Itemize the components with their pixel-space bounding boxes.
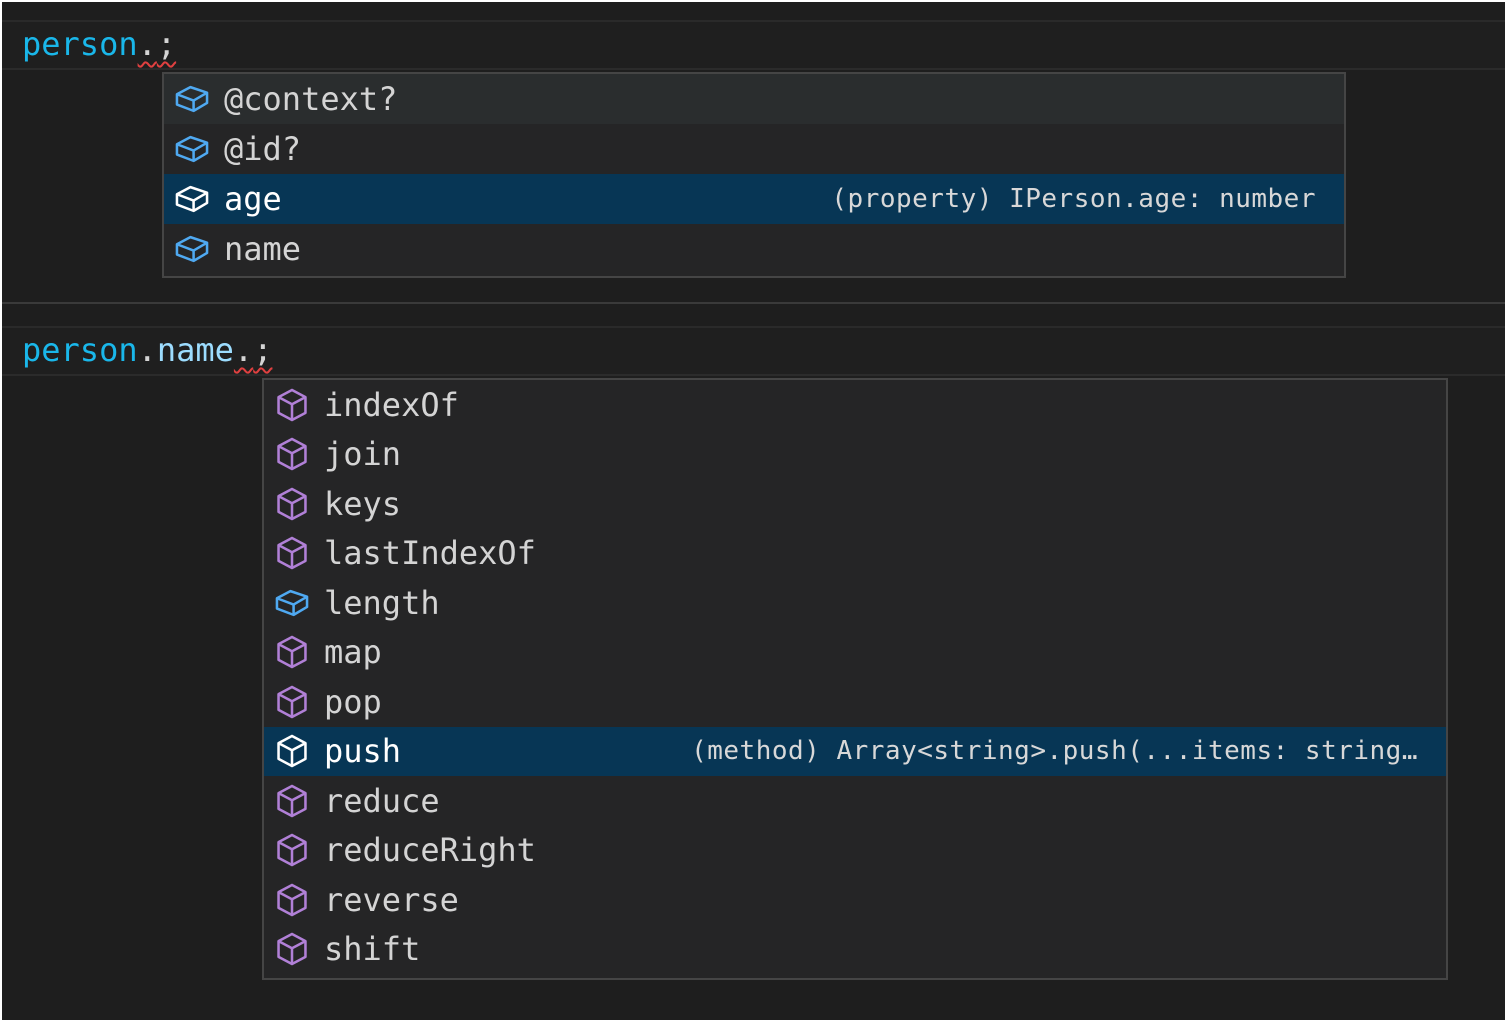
pane-divider — [2, 302, 1505, 305]
method-icon — [272, 434, 312, 474]
suggestion-item[interactable]: reverse — [264, 875, 1446, 925]
suggestion-item[interactable]: reduce — [264, 776, 1446, 826]
suggestion-item[interactable]: age (property) IPerson.age: number — [164, 174, 1344, 224]
suggestion-label: age — [224, 180, 282, 218]
code-variable: person — [22, 331, 138, 369]
suggestion-label: join — [324, 435, 402, 474]
suggest-widget[interactable]: indexOf join keys lastIndexOf length map pop pu… — [262, 378, 1448, 980]
suggestion-label: @context? — [224, 80, 398, 118]
code-variable: person — [22, 25, 138, 63]
suggestion-item[interactable]: @id? — [164, 124, 1344, 174]
suggestion-label: keys — [324, 484, 402, 523]
suggestion-label: pop — [324, 682, 382, 721]
suggestion-label: shift — [324, 930, 421, 969]
suggestion-label: lastIndexOf — [324, 534, 536, 573]
suggestion-item[interactable]: name — [164, 224, 1344, 274]
method-icon — [272, 830, 312, 870]
code-dot: . — [137, 25, 157, 63]
suggestion-label: map — [324, 633, 382, 672]
method-icon — [272, 781, 312, 821]
editor-pane-top: person.; @context? @id? age (property) IPer… — [2, 2, 1505, 303]
editor-pane-bottom: person.name.; indexOf join keys lastIndexOf… — [2, 304, 1505, 1020]
suggestion-item[interactable]: pop — [264, 677, 1446, 727]
method-icon — [272, 929, 312, 969]
property-icon — [172, 129, 212, 169]
suggestion-item[interactable]: keys — [264, 479, 1446, 529]
code-semicolon: ; — [156, 25, 177, 63]
property-icon — [172, 229, 212, 269]
suggestion-label: reverse — [324, 880, 459, 919]
property-icon — [272, 583, 312, 623]
code-dot: . — [233, 331, 254, 369]
suggestion-label: @id? — [224, 130, 302, 168]
method-icon — [272, 880, 312, 920]
method-icon — [272, 632, 312, 672]
suggestion-label: length — [324, 583, 440, 622]
suggestion-item[interactable]: push (method) Array<string>.push(...items… — [264, 726, 1446, 776]
suggestion-item[interactable]: map — [264, 628, 1446, 678]
suggestion-item[interactable]: reduceRight — [264, 826, 1446, 876]
method-icon — [272, 682, 312, 722]
editor-ruler — [2, 20, 1505, 23]
suggestion-item[interactable]: @context? — [164, 74, 1344, 124]
suggestion-label: name — [224, 230, 302, 268]
editor-ruler — [2, 326, 1505, 329]
suggestion-item[interactable]: lastIndexOf — [264, 529, 1446, 579]
suggestion-item[interactable]: join — [264, 430, 1446, 480]
method-icon — [272, 533, 312, 573]
suggestion-item[interactable]: shift — [264, 925, 1446, 975]
code-semicolon: ; — [253, 331, 273, 369]
suggestion-label: reduce — [324, 781, 440, 820]
suggestion-item[interactable]: indexOf — [264, 380, 1446, 430]
code-line[interactable]: person.name.; — [2, 328, 1505, 376]
suggestion-detail: (property) IPerson.age: number — [831, 184, 1316, 214]
property-icon — [172, 79, 212, 119]
method-icon — [272, 484, 312, 524]
method-icon — [272, 385, 312, 425]
code-dot: . — [137, 331, 157, 369]
code-line[interactable]: person.; — [2, 22, 1505, 70]
method-icon — [272, 731, 312, 771]
suggestion-label: push — [324, 732, 402, 771]
suggestion-item[interactable]: length — [264, 578, 1446, 628]
suggestion-detail: (method) Array<string>.push(...items: st… — [691, 736, 1418, 767]
code-property: name — [156, 331, 234, 369]
property-icon — [172, 179, 212, 219]
suggestion-label: reduceRight — [324, 831, 536, 870]
suggestion-label: indexOf — [324, 385, 459, 424]
suggest-widget[interactable]: @context? @id? age (property) IPerson.age: … — [162, 72, 1346, 278]
